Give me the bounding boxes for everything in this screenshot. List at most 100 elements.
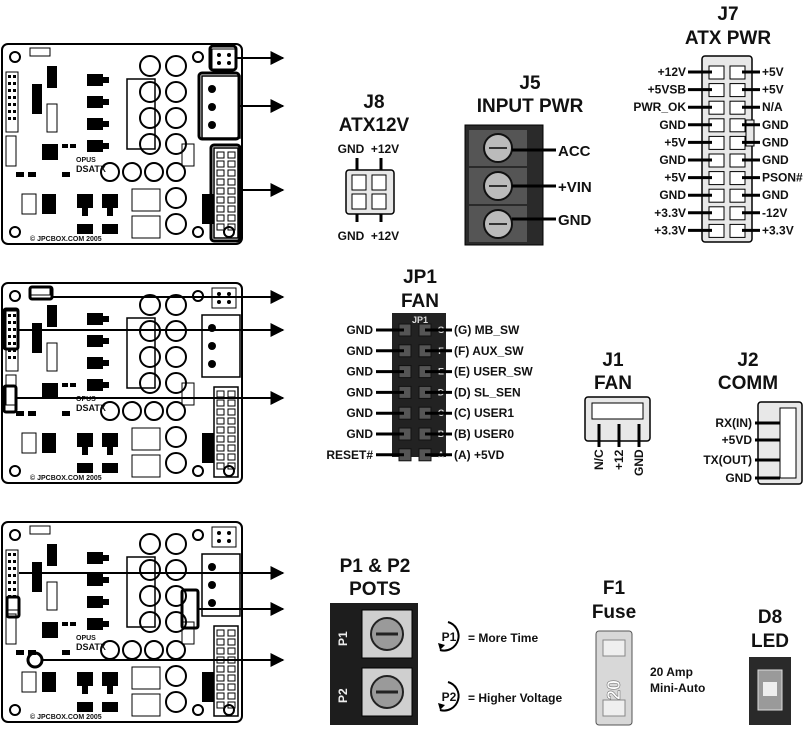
j8-subtitle: ATX12V [339,115,410,136]
j8-pin-label: GND [338,142,365,156]
p2-rotate-icon: P2 [438,681,460,712]
pot-silk: P1 [336,631,350,646]
j7-pin-label-left: +5V [664,171,686,185]
board-maker: OPUS [76,157,96,164]
j2-pin-label: GND [725,471,752,485]
jp1-pin-label-left: GND [346,385,373,399]
j1-pin-label: GND [632,449,646,476]
board-maker: OPUS [76,635,96,642]
board-1: OPUS DSATX © JPCBOX.COM 2005 [1,43,243,245]
board-2: OPUS DSATX © JPCBOX.COM 2005 [1,282,243,484]
board-3: OPUS DSATX © JPCBOX.COM 2005 [1,521,243,723]
j7-pin-label-left: GND [659,153,686,167]
j7-pin-label-right: -12V [762,206,787,220]
p1-legend-text: = More Time [468,631,538,645]
j7-pin-label-right: N/A [762,100,783,114]
f1-subtitle: Fuse [592,602,636,623]
p1-rotate-icon: P1 [438,621,460,652]
j5-section: J5 INPUT PWR ACC +VIN GND [464,73,592,246]
j1-connector [584,396,651,447]
j7-pin-label-left: +5V [664,135,686,149]
fuse-type: Mini-Auto [650,681,705,695]
jp1-pin-label-left: GND [346,365,373,379]
j7-pin-label-right: GND [762,118,789,132]
jp1-silk-label: JP1 [412,315,428,325]
fuse-rating: 20 Amp [650,665,693,679]
j5-title: J5 [519,73,541,94]
jp1-pin-label-left: GND [346,344,373,358]
j7-pin-label-right: +5V [762,65,784,79]
f1-title: F1 [603,578,626,599]
j7-pin-label-left: +5VSB [648,83,687,97]
d8-section: D8 LED [749,607,791,725]
jp1-pin-label-left: GND [346,427,373,441]
pot-silk: P2 [336,688,350,703]
jp1-pin-label-right: (A) +5VD [454,448,505,462]
jp1-subtitle: FAN [401,291,439,312]
j1-section: J1 FAN N/C +12 GND [584,350,651,476]
j1-title: J1 [602,350,624,371]
p2-badge: P2 [442,690,457,704]
j2-section: J2 COMM RX(IN) +5VD TX(OUT) GND [703,350,803,485]
j7-pin-label-left: GND [659,188,686,202]
j7-pin-label-right: GND [762,188,789,202]
j7-pin-label-right: +3.3V [762,223,794,237]
pots-subtitle: POTS [349,579,401,600]
board-copyright: © JPCBOX.COM 2005 [30,235,102,243]
jp1-pin-label-right: (F) AUX_SW [454,344,524,358]
j7-pin-label-left: PWR_OK [633,100,686,114]
j1-pin-label: +12 [612,449,626,470]
j7-subtitle: ATX PWR [685,28,771,49]
f1-section: F1 Fuse 20 20 Amp Mini-Auto [592,578,705,726]
jp1-pin-label-right: (C) USER1 [454,406,514,420]
board-maker: OPUS [76,396,96,403]
board-copyright: © JPCBOX.COM 2005 [30,474,102,482]
j7-pin-label-left: +12V [658,65,686,79]
j7-pin-label-right: GND [762,135,789,149]
j8-connector [345,158,395,222]
p2-legend-text: = Higher Voltage [468,691,562,705]
j7-pin-label-right: +5V [762,83,784,97]
led-photo [749,657,791,725]
pots-photo: P1 P2 [330,603,418,725]
j8-title: J8 [363,92,384,113]
jp1-pin-label-right: (E) USER_SW [454,365,533,379]
jp1-pin-label-right: (G) MB_SW [454,323,520,337]
fuse-marking: 20 [604,680,624,700]
pots-title: P1 & P2 [340,556,411,577]
fuse-photo: 20 [595,630,633,726]
j7-pin-label-right: GND [762,153,789,167]
jp1-pin-rows: GGND(G) MB_SWFGND(F) AUX_SWEGND(E) USER_… [326,323,533,462]
j2-pin-label: +5VD [722,433,753,447]
d8-subtitle: LED [751,631,789,652]
j8-pin-label: GND [338,229,365,243]
j1-subtitle: FAN [594,373,632,394]
pots-section: P1 & P2 POTS P1 P2 P1 = More Time P2 = H… [330,556,562,725]
p1-badge: P1 [442,630,457,644]
j2-connector [757,401,803,485]
j2-title: J2 [737,350,758,371]
jp1-title: JP1 [403,267,437,288]
callout-arrows [2,44,285,669]
j7-pin-label-left: +3.3V [654,206,686,220]
j1-pin-label: N/C [592,449,606,470]
j5-terminal-block [464,124,544,246]
j2-subtitle: COMM [718,373,778,394]
j8-section: J8 ATX12V GND +12V GND +12V [338,92,410,243]
jp1-pin-label-right: (D) SL_SEN [454,385,521,399]
j7-title: J7 [717,4,738,25]
j7-pin-label-left: GND [659,118,686,132]
j8-pin-label: +12V [371,142,399,156]
j2-pin-label: RX(IN) [715,416,752,430]
jp1-section: JP1 FAN JP1 2 1 GGND(G) MB_SWFGND(F) AUX… [326,267,533,462]
board-brand: DSATX [76,164,106,174]
d8-title: D8 [758,607,782,628]
board-brand: DSATX [76,403,106,413]
j5-terminal-label: +VIN [558,179,592,196]
jp1-pin-label-left: GND [346,323,373,337]
jp1-pin-label-left: GND [346,406,373,420]
j2-pin-label: TX(OUT) [703,453,752,467]
board-copyright: © JPCBOX.COM 2005 [30,713,102,721]
j5-terminal-label: GND [558,212,592,229]
